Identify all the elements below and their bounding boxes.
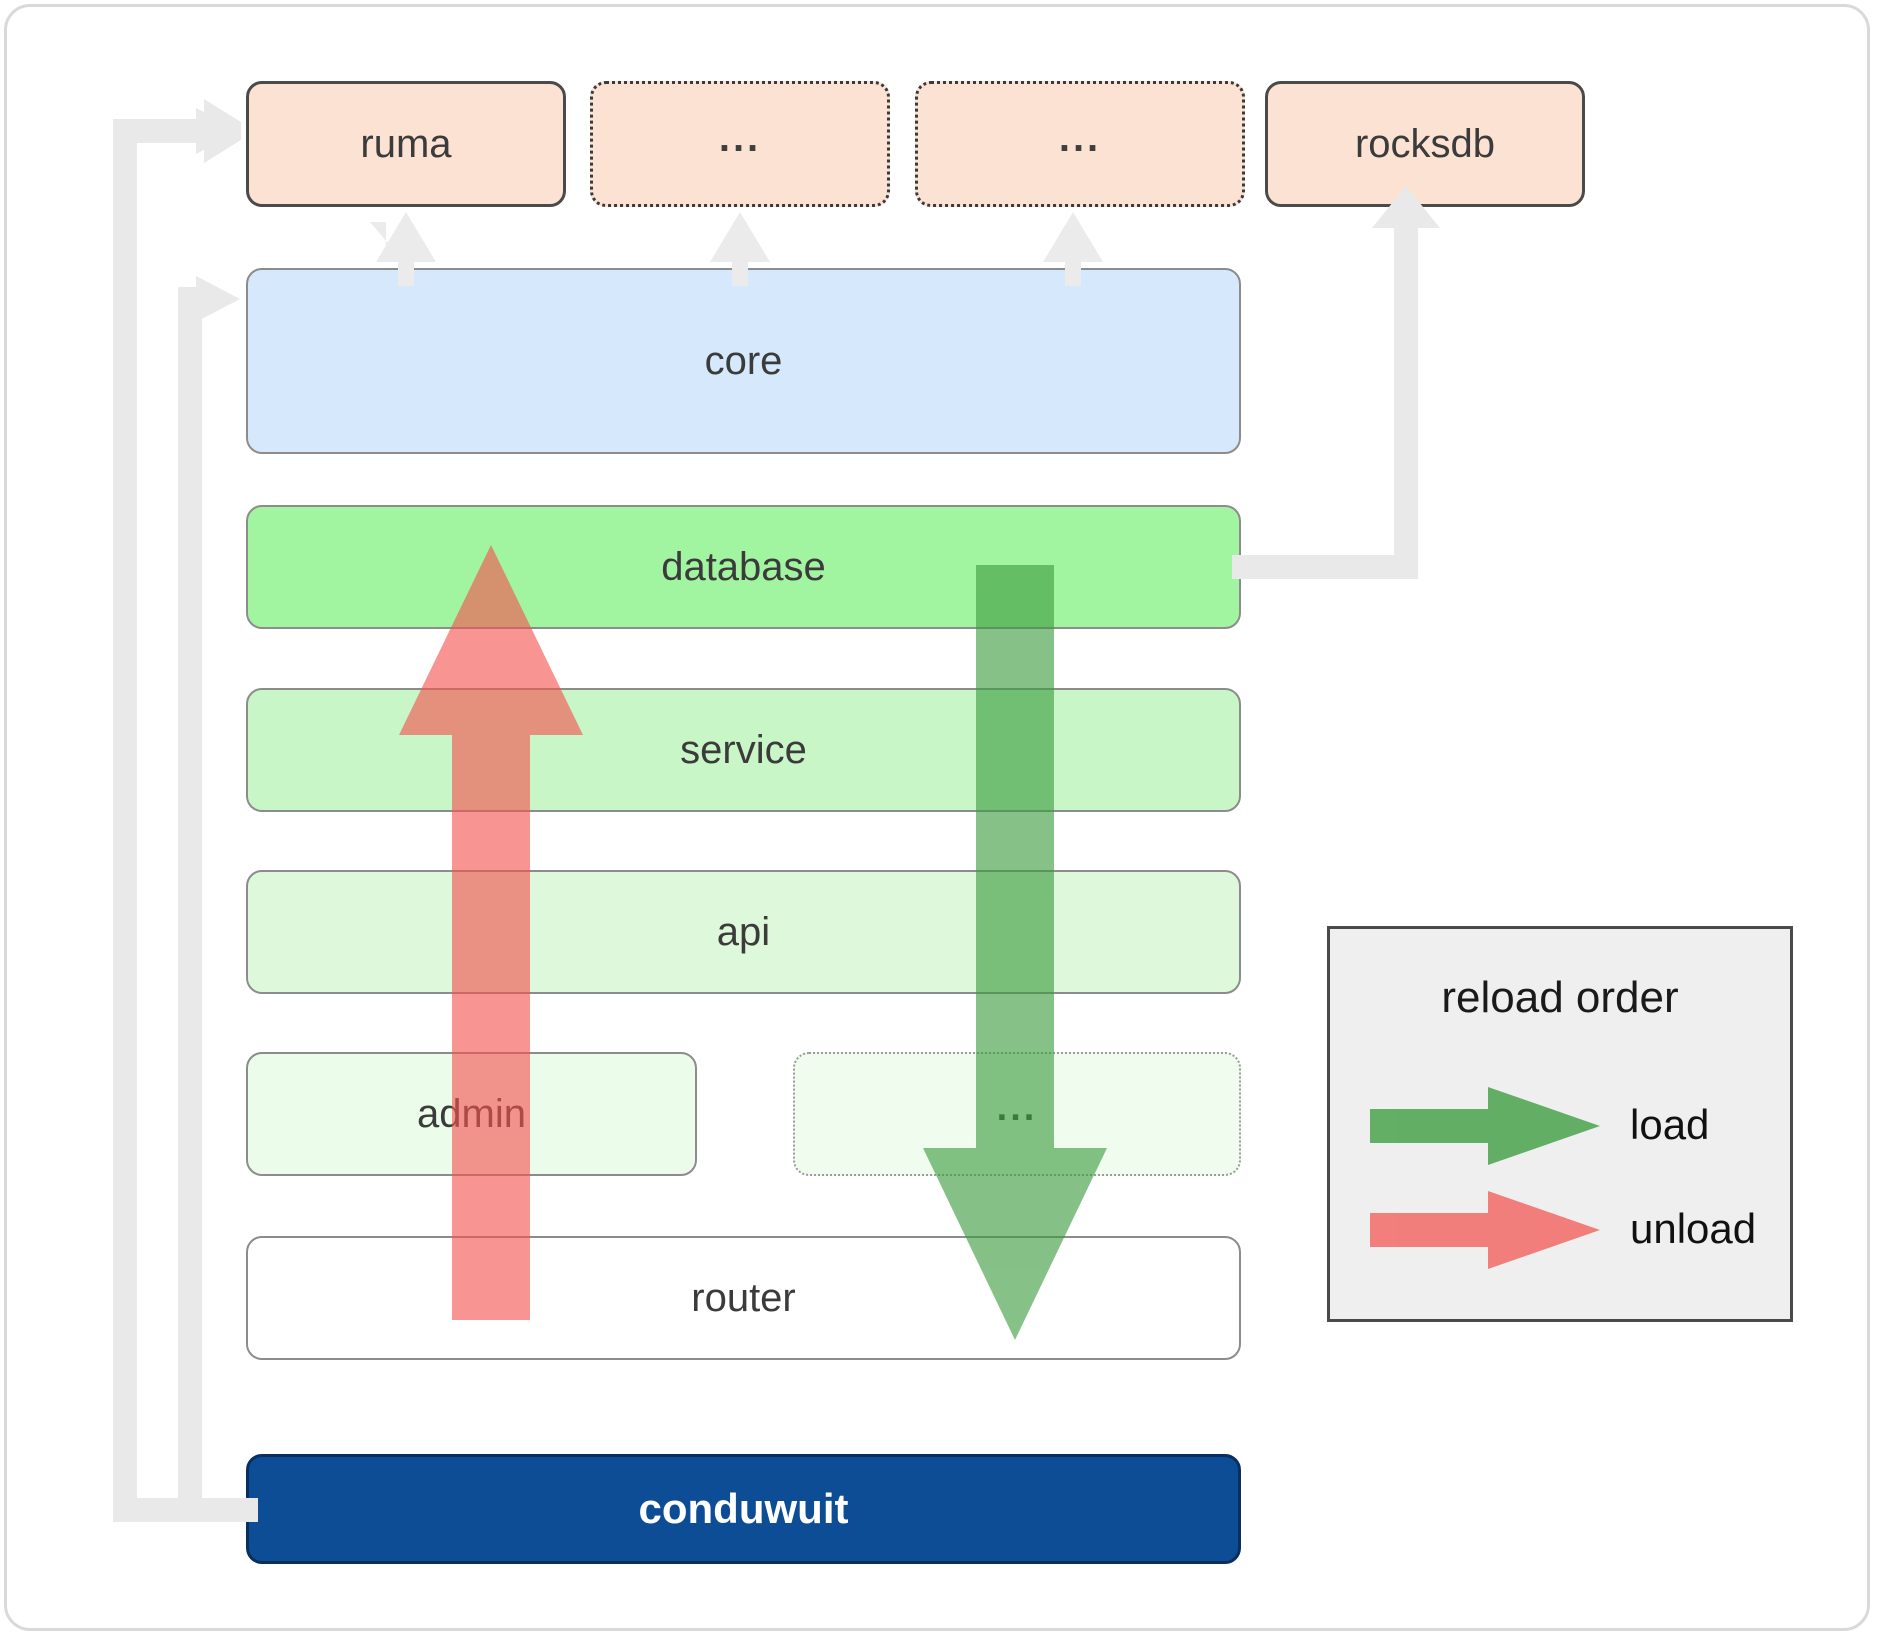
dependency-label: ruma: [360, 122, 452, 166]
dependency-box-ellipsis-1[interactable]: ...: [590, 81, 890, 207]
layer-label: core: [704, 339, 783, 383]
dependency-box-ruma[interactable]: ruma: [246, 81, 566, 207]
dependency-box-rocksdb[interactable]: rocksdb: [1265, 81, 1585, 207]
ellipsis-label: ...: [1058, 116, 1102, 160]
ellipsis-label: ...: [996, 1087, 1038, 1129]
application-box-conduwuit[interactable]: conduwuit: [246, 1454, 1241, 1564]
legend-label: load: [1630, 1101, 1710, 1148]
ellipsis-label: ...: [718, 116, 762, 160]
legend-title: reload order: [1441, 973, 1679, 1022]
layer-box-admin[interactable]: admin: [246, 1052, 697, 1176]
layer-box-api[interactable]: api: [246, 870, 1241, 994]
layer-label: api: [716, 910, 771, 954]
diagram-frame: [4, 4, 1870, 1631]
application-label: conduwuit: [638, 1485, 849, 1532]
legend-panel: reload order load unload: [1327, 926, 1793, 1322]
layer-label: service: [680, 728, 807, 772]
dependency-label: rocksdb: [1354, 122, 1496, 166]
layer-box-router[interactable]: router: [246, 1236, 1241, 1360]
layer-label: router: [691, 1276, 796, 1320]
layer-box-ellipsis[interactable]: ...: [793, 1052, 1241, 1176]
layer-box-database[interactable]: database: [246, 505, 1241, 629]
dependency-box-ellipsis-2[interactable]: ...: [915, 81, 1245, 207]
layer-label: admin: [417, 1092, 526, 1136]
layer-box-core[interactable]: core: [246, 268, 1241, 454]
load-legend-icon: [1370, 1087, 1600, 1165]
unload-legend-icon: [1370, 1191, 1600, 1269]
legend-label: unload: [1630, 1205, 1757, 1252]
legend-entry-load: load: [1330, 1079, 1790, 1171]
legend-entry-unload: unload: [1330, 1183, 1790, 1275]
layer-label: database: [661, 545, 826, 589]
layer-box-service[interactable]: service: [246, 688, 1241, 812]
